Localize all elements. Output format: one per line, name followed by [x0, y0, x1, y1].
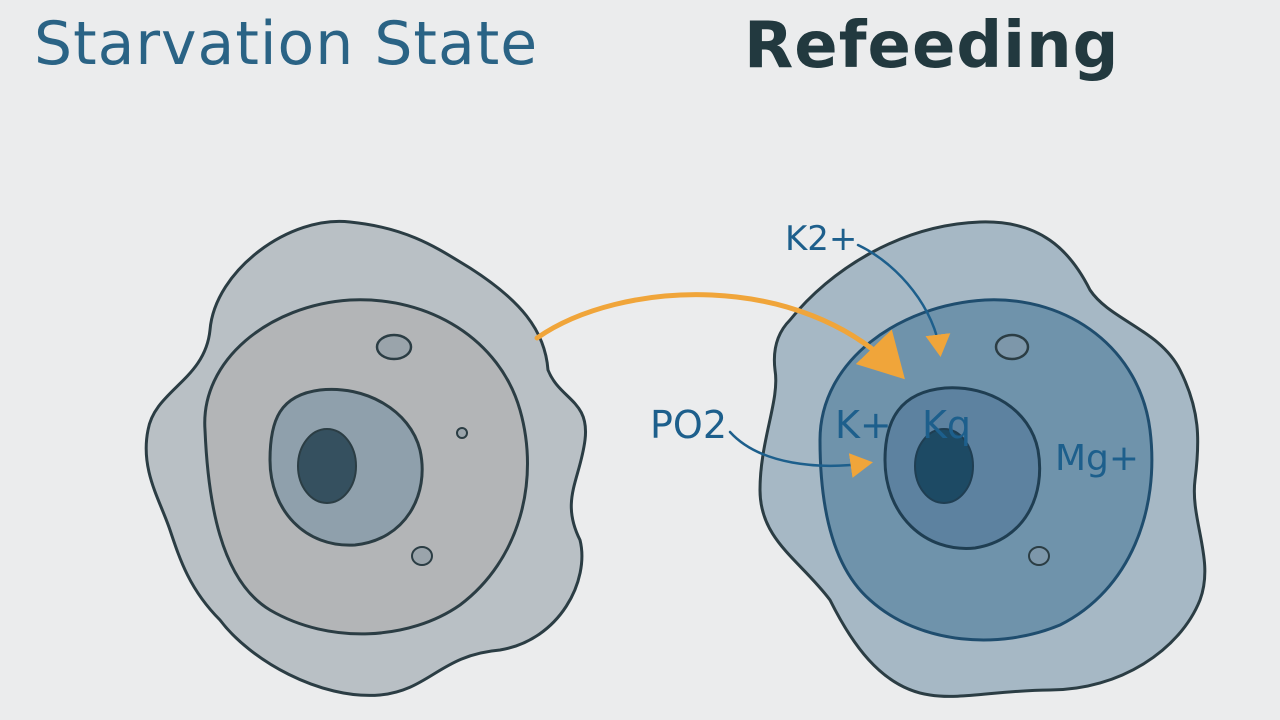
starvation-nucleolus — [297, 428, 357, 504]
starvation-title: Starvation State — [34, 9, 539, 79]
k2plus-arrow — [856, 243, 951, 357]
starvation-organelle — [456, 427, 468, 439]
refeeding-organelle — [1028, 546, 1050, 566]
po2-label: PO2 — [650, 403, 727, 447]
refeeding-nucleolus — [914, 428, 974, 504]
k2plus-label: K2+ — [785, 219, 857, 259]
kq-label: Kq — [922, 403, 971, 447]
po2-arrow — [728, 430, 873, 478]
mgplus-label: Mg+ — [1055, 438, 1139, 479]
starvation-cell — [144, 219, 588, 697]
refeeding-organelle — [994, 333, 1030, 361]
kplus-label: K+ — [835, 403, 892, 447]
starvation-organelle — [375, 333, 413, 361]
refeeding-transition-arrow — [534, 292, 905, 380]
refeeding-title: Refeeding — [744, 9, 1120, 83]
starvation-organelle — [411, 546, 433, 566]
